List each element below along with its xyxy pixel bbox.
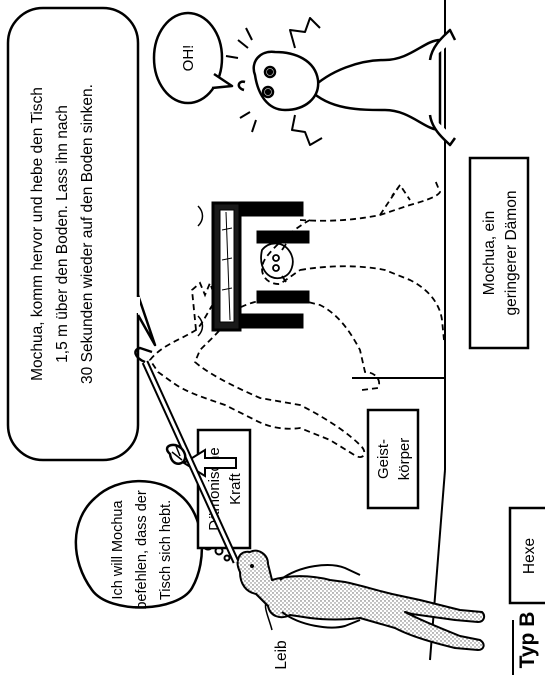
speech-line-2: 1,5 m über den Boden. Lass ihn nach — [54, 105, 71, 363]
thought-line-3: Tisch sich hebt. — [158, 500, 174, 600]
body-label-text: Leib — [273, 640, 290, 669]
demon-label: Mochua, ein geringerer Dämon — [470, 158, 528, 348]
witch-label-text: Hexe — [521, 538, 538, 574]
demonic-force-line-2: Kraft — [227, 472, 244, 505]
thought-line-2: befehlen, dass der — [134, 490, 150, 609]
exclamation-bubble: OH! — [154, 13, 232, 103]
spirit-body-line-2: körper — [396, 438, 413, 481]
speech-line-1: Mochua, komm hervor und hebe den Tisch — [29, 87, 46, 381]
demon-spirit-face — [261, 243, 293, 282]
figure-label-text: Typ B — [516, 612, 539, 669]
exclamation-text: OH! — [180, 45, 197, 72]
witch-label: Hexe — [510, 508, 545, 603]
demon-label-line-1: Mochua, ein — [481, 211, 498, 295]
startled-demon — [226, 18, 455, 145]
speech-line-3: 30 Sekunden wieder auf den Boden sinken. — [79, 84, 96, 384]
spirit-body-line-1: Geist- — [375, 439, 392, 479]
figure-label: Typ B — [513, 612, 539, 675]
speech-bubble: Mochua, komm hervor und hebe den Tisch 1… — [8, 8, 155, 460]
spirit-body-figure — [150, 283, 379, 457]
thought-line-1: Ich will Mochua — [110, 500, 126, 600]
witch-figure — [238, 551, 484, 650]
demon-label-line-2: geringerer Dämon — [503, 191, 520, 316]
spirit-body-label: Geist- körper — [368, 410, 418, 508]
